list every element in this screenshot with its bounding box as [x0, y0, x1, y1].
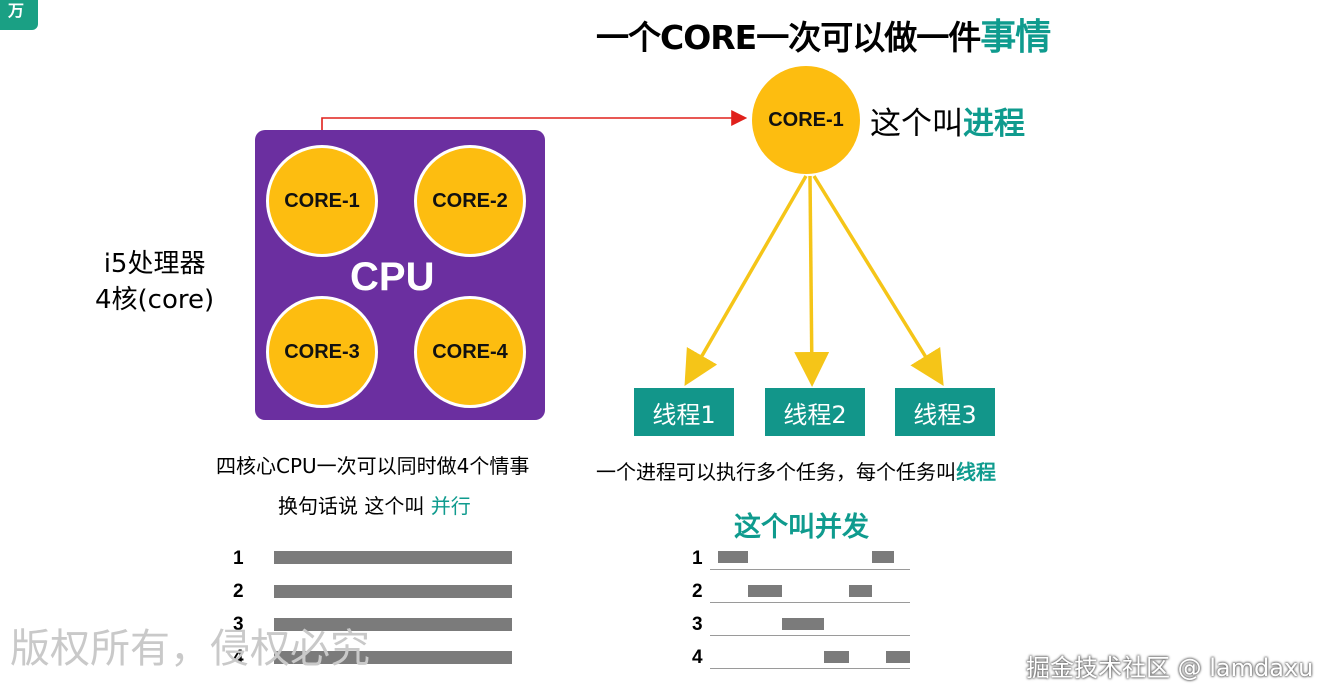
- title-highlight: 事情: [980, 17, 1051, 58]
- page-title: 一个CORE一次可以做一件事情: [596, 8, 1051, 60]
- concurrency-segment: [748, 585, 782, 597]
- processor-cores: 4核(core): [95, 285, 215, 315]
- parallel-summary: 换句话说 这个叫 并行: [278, 490, 471, 519]
- parallel-row-label: 1: [233, 548, 244, 569]
- concurrency-baseline: [710, 668, 910, 669]
- cpu-core-4: CORE-4: [414, 296, 526, 408]
- concurrency-segment: [872, 551, 894, 563]
- yellow-arrow-2: [794, 175, 830, 387]
- parallel-description: 四核心CPU一次可以同时做4个情事: [216, 454, 530, 478]
- process-label-highlight: 进程: [963, 106, 1025, 142]
- thread-description-prefix: 一个进程可以执行多个任务，每个任务叫: [596, 460, 956, 484]
- yellow-arrow-1: [684, 175, 808, 387]
- cpu-label: CPU: [350, 255, 435, 299]
- concurrency-segment: [886, 651, 910, 663]
- parallel-bar: [274, 651, 512, 664]
- concurrency-row-label: 3: [692, 614, 703, 635]
- parallel-summary-prefix: 换句话说 这个叫: [278, 494, 425, 518]
- thread-box-3: 线程3: [895, 388, 995, 436]
- corner-logo: 万: [0, 0, 38, 30]
- process-label: 这个叫进程: [870, 98, 1025, 143]
- processor-label: i5处理器 4核(core): [95, 246, 214, 318]
- concurrency-baseline: [710, 635, 910, 636]
- yellow-arrow-3: [812, 175, 944, 386]
- concurrency-segment: [718, 551, 748, 563]
- cpu-core-3: CORE-3: [266, 296, 378, 408]
- thread-description: 一个进程可以执行多个任务，每个任务叫线程: [596, 456, 996, 485]
- parallel-highlight: 并行: [430, 494, 471, 518]
- processor-model: i5处理器: [103, 249, 206, 279]
- cpu-core-1: CORE-1: [266, 145, 378, 257]
- thread-box-1: 线程1: [634, 388, 734, 436]
- parallel-row-label: 4: [233, 647, 244, 668]
- parallel-bar: [274, 551, 512, 564]
- copyright-watermark: 版权所有，侵权必究: [10, 626, 370, 672]
- corner-logo-text: 万: [8, 1, 25, 20]
- concurrency-title: 这个叫并发: [734, 512, 869, 543]
- thread-description-highlight: 线程: [956, 460, 996, 484]
- concurrency-baseline: [710, 569, 910, 570]
- concurrency-segment: [849, 585, 872, 597]
- thread-box-2: 线程2: [765, 388, 865, 436]
- parallel-bar: [274, 618, 512, 631]
- parallel-bar: [274, 585, 512, 598]
- parallel-row-label: 3: [233, 614, 244, 635]
- cpu-core-2: CORE-2: [414, 145, 526, 257]
- process-core: CORE-1: [752, 66, 860, 174]
- concurrency-baseline: [710, 602, 910, 603]
- concurrency-row-label: 1: [692, 548, 703, 569]
- concurrency-row-label: 2: [692, 581, 703, 602]
- title-prefix: 一个CORE一次可以做一件: [596, 18, 981, 57]
- concurrency-segment: [824, 651, 849, 663]
- concurrency-segment: [782, 618, 824, 630]
- process-label-prefix: 这个叫: [870, 106, 963, 142]
- footer-credit: 掘金技术社区 @ lamdaxu: [1026, 654, 1314, 682]
- concurrency-row-label: 4: [692, 647, 703, 668]
- parallel-row-label: 2: [233, 581, 244, 602]
